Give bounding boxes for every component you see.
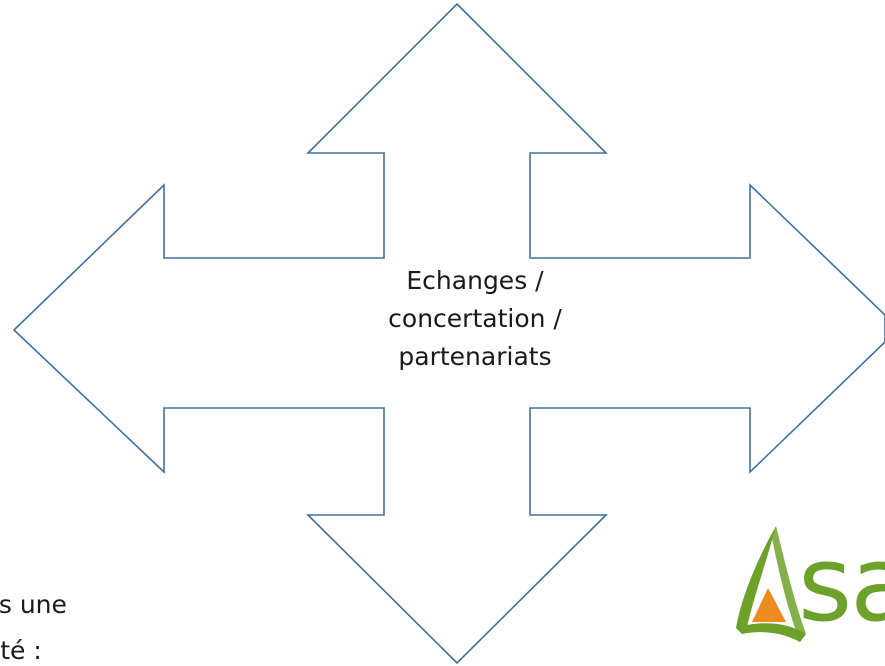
center-label-line-3: partenariats xyxy=(398,342,552,371)
logo-mark-icon xyxy=(736,526,806,642)
logo-text: sa xyxy=(798,523,885,645)
logo-triangle xyxy=(752,588,786,622)
logo: sa xyxy=(732,524,885,666)
center-label: Echanges / concertation / partenariats xyxy=(305,262,645,376)
logo-swoosh-bottom xyxy=(736,623,806,642)
logo-swoosh-right xyxy=(772,526,806,636)
center-label-line-2: concertation / xyxy=(388,304,562,333)
clipped-text-line-2: rité : xyxy=(0,636,42,665)
clipped-text-line-1: ns une xyxy=(0,590,67,619)
four-way-arrow-outline xyxy=(12,2,885,665)
logo-swoosh-left xyxy=(736,526,776,632)
center-label-line-1: Echanges / xyxy=(406,266,544,295)
